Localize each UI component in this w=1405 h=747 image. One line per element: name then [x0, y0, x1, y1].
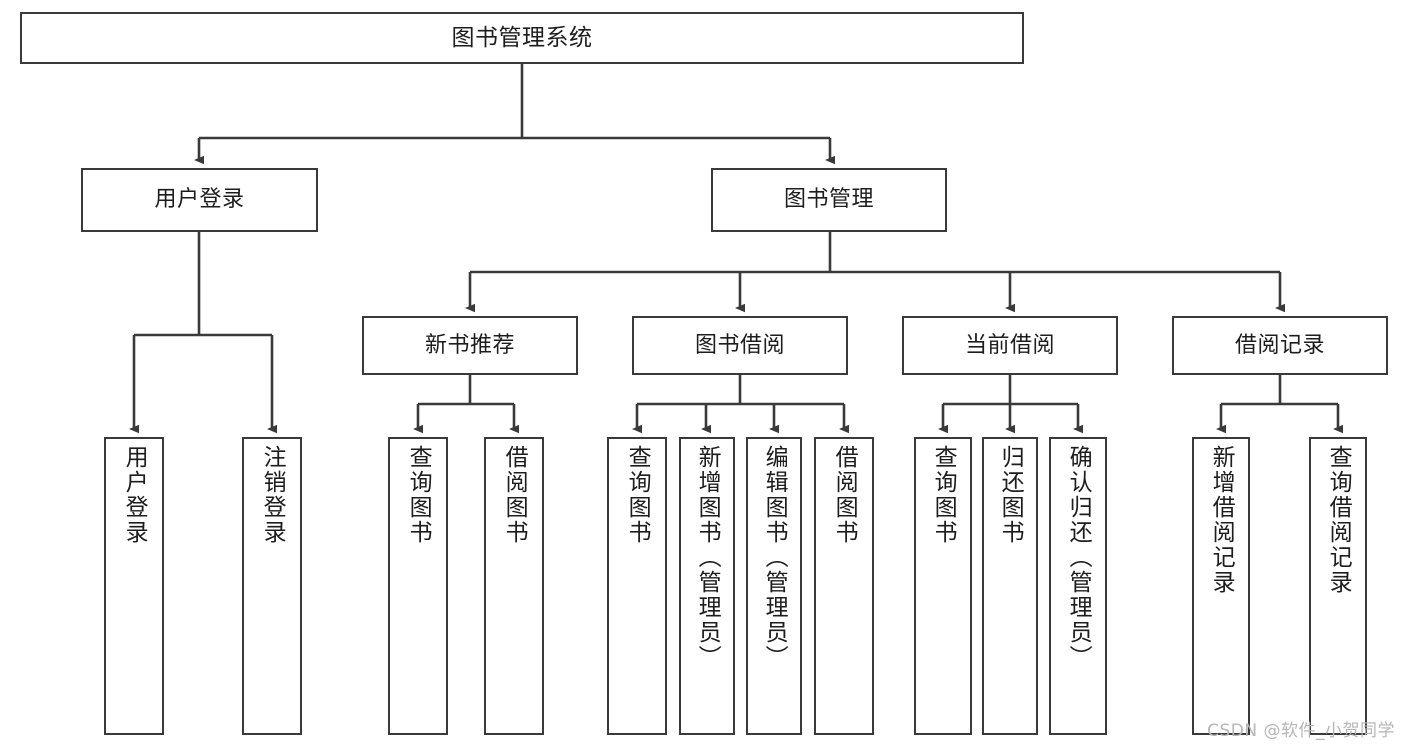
- watermark-csdn: CSDN @软件_小贺同学: [1207, 721, 1395, 741]
- leaf-new-book-borrow-book[interactable]: 借阅图书: [484, 437, 544, 735]
- node-book-borrow[interactable]: 图书借阅: [632, 316, 848, 375]
- node-label: 借阅记录: [1234, 332, 1325, 358]
- node-label: 查询图书: [624, 445, 651, 545]
- leaf-user-login[interactable]: 用户登录: [104, 437, 164, 735]
- leaf-book-borrow-borrow-book[interactable]: 借阅图书: [814, 437, 874, 735]
- node-label: 注销登录: [259, 445, 286, 545]
- node-label: 图书借阅: [694, 332, 785, 358]
- node-borrow-record[interactable]: 借阅记录: [1172, 316, 1388, 375]
- leaf-current-borrow-confirm-return-admin[interactable]: 确认归还（管理员）: [1049, 437, 1107, 735]
- leaf-book-borrow-add-book-admin[interactable]: 新增图书（管理员）: [679, 437, 735, 735]
- node-current-borrow[interactable]: 当前借阅: [902, 316, 1118, 375]
- node-label: 新增借阅记录: [1208, 445, 1235, 595]
- node-label: 借阅图书: [501, 445, 528, 545]
- node-new-book-recommend[interactable]: 新书推荐: [362, 316, 578, 375]
- leaf-new-book-query-book[interactable]: 查询图书: [388, 437, 448, 735]
- node-label: 图书管理系统: [451, 24, 593, 51]
- node-label: 确认归还（管理员）: [1065, 445, 1092, 670]
- node-label: 新增图书（管理员）: [694, 445, 721, 670]
- leaf-current-borrow-query-book[interactable]: 查询图书: [914, 437, 972, 735]
- node-label: 查询借阅记录: [1325, 445, 1352, 595]
- node-label: 用户登录: [154, 187, 245, 213]
- node-root-book-management-system[interactable]: 图书管理系统: [20, 12, 1024, 64]
- leaf-logout[interactable]: 注销登录: [242, 437, 302, 735]
- leaf-book-borrow-edit-book-admin[interactable]: 编辑图书（管理员）: [746, 437, 802, 735]
- leaf-borrow-record-query-record[interactable]: 查询借阅记录: [1309, 437, 1367, 735]
- leaf-current-borrow-return-book[interactable]: 归还图书: [982, 437, 1038, 735]
- node-label: 编辑图书（管理员）: [761, 445, 788, 670]
- node-book-management[interactable]: 图书管理: [711, 168, 947, 232]
- node-label: 查询图书: [930, 445, 957, 545]
- node-label: 用户登录: [121, 445, 148, 545]
- leaf-borrow-record-add-record[interactable]: 新增借阅记录: [1192, 437, 1250, 735]
- node-user-login[interactable]: 用户登录: [81, 168, 318, 232]
- leaf-book-borrow-query-book[interactable]: 查询图书: [607, 437, 667, 735]
- node-label: 当前借阅: [964, 332, 1055, 358]
- node-label: 归还图书: [997, 445, 1024, 545]
- node-label: 借阅图书: [831, 445, 858, 545]
- node-label: 图书管理: [783, 187, 874, 213]
- node-label: 新书推荐: [424, 332, 515, 358]
- node-label: 查询图书: [405, 445, 432, 545]
